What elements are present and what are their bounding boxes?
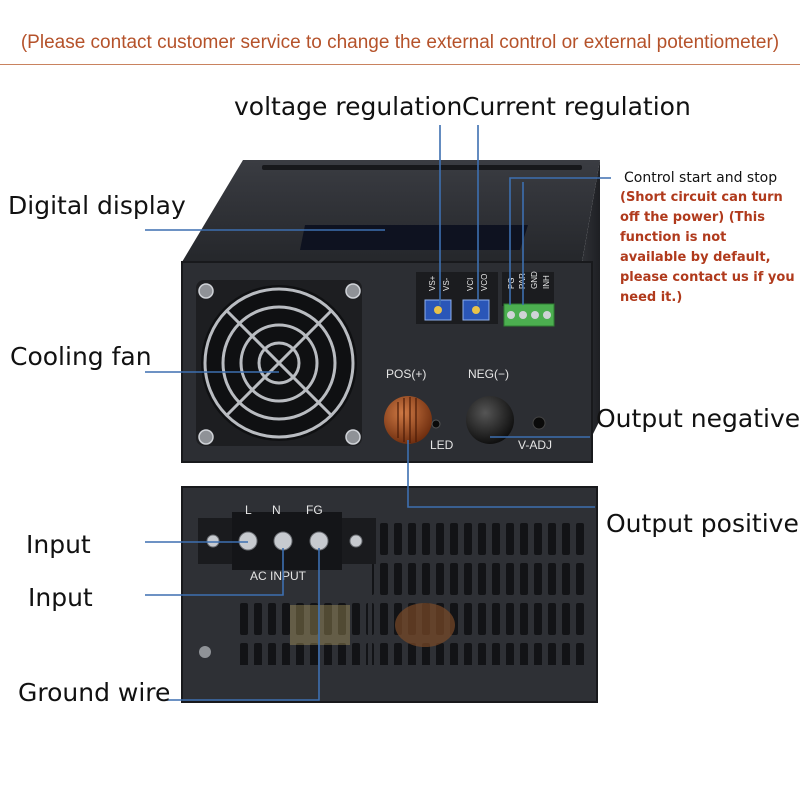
terminal-label-0: PG xyxy=(507,277,516,289)
svg-text:PG: PG xyxy=(507,277,516,289)
front-unit: VS+ VS- VCI VCO PG PAR GND xyxy=(181,160,600,463)
capacitor-glimpse xyxy=(290,605,350,645)
led-indicator xyxy=(431,419,441,429)
display-window xyxy=(300,225,528,250)
trimpot-block: VS+ VS- VCI VCO xyxy=(416,272,498,324)
leader-ground xyxy=(165,548,320,701)
terminal-label-3: INH xyxy=(542,275,551,289)
notice-banner: (Please contact customer service to chan… xyxy=(20,32,780,53)
label-output-negative: Output negative xyxy=(596,404,800,433)
trimpot-label-2: VCI xyxy=(466,278,475,291)
terminal-label-l: L xyxy=(245,503,252,517)
label-control-title: Control start and stop xyxy=(624,170,778,186)
label-input-1: Input xyxy=(26,530,91,559)
trimpot-label-3: VCO xyxy=(480,274,489,291)
adj-label: V-ADJ xyxy=(518,438,552,452)
adj-pot xyxy=(532,416,546,430)
trimpot-label-1: VS- xyxy=(442,277,451,291)
label-current-regulation: Current regulation xyxy=(462,92,691,121)
terminal-screw-n xyxy=(273,531,293,551)
svg-text:GND: GND xyxy=(530,271,539,289)
back-vents xyxy=(372,515,590,665)
leader-lines xyxy=(145,125,611,701)
notice-underline xyxy=(0,64,800,65)
pos-label: POS(+) xyxy=(386,367,426,381)
svg-text:VS+: VS+ xyxy=(428,275,437,291)
back-vents-lower xyxy=(238,600,368,665)
label-output-positive: Output positive xyxy=(606,509,799,538)
ground-screw xyxy=(199,646,211,658)
label-control-note: (Short circuit can turn off the power) (… xyxy=(620,190,795,305)
label-voltage-regulation: voltage regulation xyxy=(234,92,463,121)
label-input-2: Input xyxy=(28,583,93,612)
svg-text:INH: INH xyxy=(542,275,551,289)
trimpot-label-0: VS+ xyxy=(428,275,437,291)
terminal-label-fg: FG xyxy=(306,503,323,517)
svg-text:VS-: VS- xyxy=(442,277,451,291)
inductor-coil xyxy=(395,603,455,647)
leader-control xyxy=(509,177,611,305)
label-digital-display: Digital display xyxy=(8,191,186,220)
label-ground-wire: Ground wire xyxy=(18,678,171,707)
ac-input-label: AC INPUT xyxy=(250,569,307,583)
svg-text:VCI: VCI xyxy=(466,278,475,291)
terminal-screw-l xyxy=(238,531,258,551)
terminal-label-n: N xyxy=(272,503,281,517)
top-vents xyxy=(262,165,582,170)
leader-positive xyxy=(407,440,595,508)
neg-label: NEG(−) xyxy=(468,367,509,381)
cooling-fan xyxy=(196,280,362,446)
leader-input-2 xyxy=(145,548,284,596)
neg-terminal-knob xyxy=(466,396,514,444)
ac-terminal-block xyxy=(198,512,376,570)
pos-terminal-knob xyxy=(384,396,432,444)
label-cooling-fan: Cooling fan xyxy=(10,342,152,371)
terminal-screw-fg xyxy=(309,531,329,551)
led-label: LED xyxy=(430,438,454,452)
terminal-label-2: GND xyxy=(530,271,539,289)
svg-text:VCO: VCO xyxy=(480,274,489,291)
